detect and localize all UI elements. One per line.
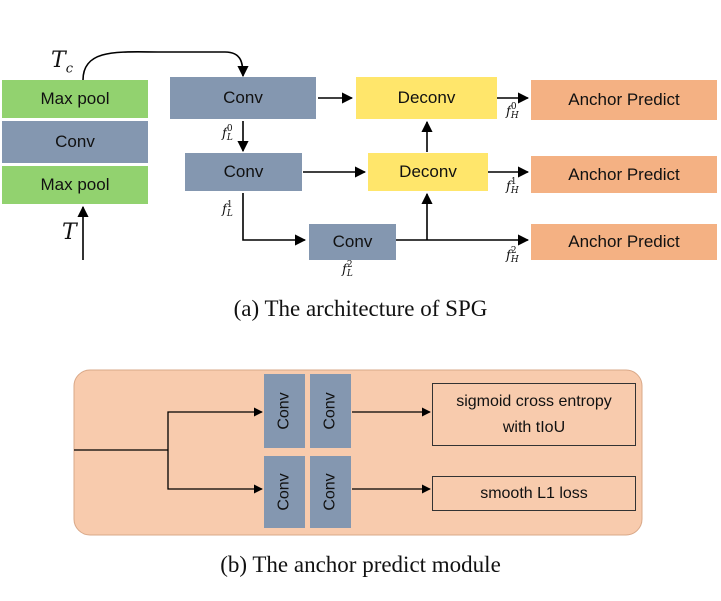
anchor-predict-2: Anchor Predict bbox=[531, 224, 717, 260]
deconv-level-1: Deconv bbox=[368, 153, 488, 191]
tc-label: Tc bbox=[51, 48, 73, 77]
t-label: T bbox=[62, 220, 77, 245]
maxpool-bottom-block: Max pool bbox=[2, 166, 148, 204]
module-conv-bottom-2: Conv bbox=[310, 456, 351, 528]
module-conv-bottom-1: Conv bbox=[264, 456, 305, 528]
anchor-predict-0: Anchor Predict bbox=[531, 80, 717, 120]
conv-level-0: Conv bbox=[170, 77, 316, 119]
conv1-to-conv2 bbox=[242, 193, 307, 246]
output-classification-loss: sigmoid cross entropy with tIoU bbox=[432, 383, 636, 446]
output-regression-loss: smooth L1 loss bbox=[432, 476, 636, 511]
caption-a: (a) The architecture of SPG bbox=[233, 296, 488, 321]
maxpool-top-block: Max pool bbox=[2, 80, 148, 118]
split-to-conv-bottom bbox=[167, 450, 263, 494]
split-to-conv-top bbox=[167, 407, 263, 450]
anchor-predict-1: Anchor Predict bbox=[531, 156, 717, 193]
module-conv-top-2: Conv bbox=[310, 374, 351, 448]
tc-arrow bbox=[82, 51, 249, 81]
module-conv-top-1: Conv bbox=[264, 374, 305, 448]
conv-level-1: Conv bbox=[185, 153, 302, 191]
caption-b: (b) The anchor predict module bbox=[220, 552, 501, 577]
conv-level-2: Conv bbox=[309, 224, 396, 260]
conv-input-block: Conv bbox=[2, 121, 148, 163]
deconv-level-0: Deconv bbox=[356, 77, 497, 119]
